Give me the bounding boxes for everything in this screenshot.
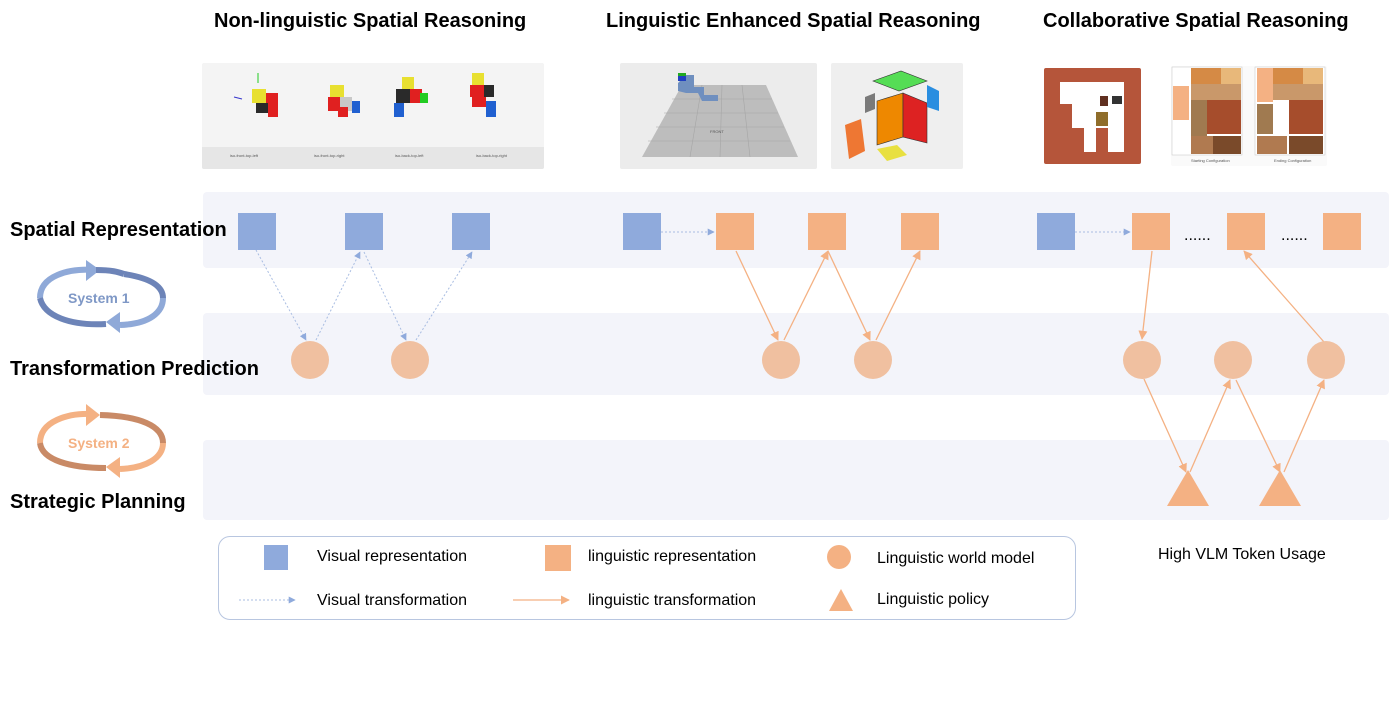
- legend-visual-representation: Visual representation: [317, 548, 468, 565]
- linguistic-representation-node: [1323, 213, 1361, 250]
- cube-view-caption: iso-front-top-left: [230, 153, 259, 158]
- legend: Visual representation linguistic represe…: [218, 536, 1076, 620]
- linguistic-representation-node: [1132, 213, 1170, 250]
- maze-image: [1060, 82, 1124, 152]
- visual-representation-node: [1037, 213, 1075, 250]
- world-model-node: [391, 341, 429, 379]
- visual-representation-node: [238, 213, 276, 250]
- system1-cycle-icon: System 1: [37, 260, 166, 333]
- legend-linguistic-representation: linguistic representation: [588, 548, 757, 565]
- legend-linguistic-policy: Linguistic policy: [877, 591, 990, 608]
- visual-representation-node: [345, 213, 383, 250]
- grid-plane-thumbnail: FRONT: [620, 63, 817, 169]
- visual-representation-node: [452, 213, 490, 250]
- rubiks-cube-image: [845, 70, 939, 161]
- puzzle-config-caption: Starting Configuration: [1191, 158, 1230, 163]
- cube-views-thumbnail: iso-front-top-left iso-front-top-right i…: [202, 63, 544, 169]
- row-label-transformation-prediction: Transformation Prediction: [10, 358, 259, 380]
- legend-symbols: [239, 545, 853, 611]
- column-title-non-linguistic: Non-linguistic Spatial Reasoning: [214, 10, 527, 32]
- world-model-node: [762, 341, 800, 379]
- policy-node: [1259, 470, 1301, 506]
- sliding-puzzle-image: Starting Configuration Ending Configurat…: [1171, 66, 1326, 163]
- linguistic-enhanced-flow: [623, 213, 939, 379]
- column-title-linguistic-enhanced: Linguistic Enhanced Spatial Reasoning: [606, 10, 981, 32]
- puzzle-config-caption: Ending Configuration: [1274, 158, 1311, 163]
- grid-plane-image: FRONT: [642, 73, 798, 158]
- world-model-node: [1214, 341, 1252, 379]
- world-model-swatch: [827, 545, 851, 569]
- linguistic-representation-node: [808, 213, 846, 250]
- non-linguistic-flow: [238, 213, 490, 379]
- linguistic-representation-node: [716, 213, 754, 250]
- world-model-node: [854, 341, 892, 379]
- policy-swatch: [829, 589, 853, 611]
- rubiks-cube-thumbnail: [831, 63, 963, 169]
- world-model-node: [291, 341, 329, 379]
- legend-visual-transformation: Visual transformation: [317, 592, 467, 609]
- world-model-node: [1307, 341, 1345, 379]
- cube-view-caption: iso-front-top-right: [314, 153, 345, 158]
- visual-representation-swatch: [264, 545, 288, 570]
- cube-view-caption: iso-back-top-right: [476, 153, 508, 158]
- collaborative-flow: ...... ......: [1037, 213, 1361, 506]
- legend-linguistic-transformation: linguistic transformation: [588, 592, 757, 609]
- system1-label: System 1: [68, 290, 130, 306]
- policy-node: [1167, 470, 1209, 506]
- spatial-representation-band: [203, 192, 1389, 268]
- grid-front-label: FRONT: [710, 129, 724, 134]
- cube-view-caption: iso-back-top-left: [395, 153, 424, 158]
- system2-cycle-icon: System 2: [37, 404, 166, 478]
- row-label-strategic-planning: Strategic Planning: [10, 491, 186, 513]
- linguistic-representation-node: [901, 213, 939, 250]
- row-label-spatial-representation: Spatial Representation: [10, 219, 227, 241]
- column-title-collaborative: Collaborative Spatial Reasoning: [1043, 10, 1349, 32]
- linguistic-representation-swatch: [545, 545, 571, 571]
- legend-linguistic-world-model: Linguistic world model: [877, 550, 1035, 567]
- ellipsis: ......: [1184, 227, 1211, 244]
- maze-thumbnail: [1044, 68, 1141, 164]
- cube-views-image: iso-front-top-left iso-front-top-right i…: [202, 73, 544, 169]
- visual-representation-node: [623, 213, 661, 250]
- sliding-puzzle-thumbnail: Starting Configuration Ending Configurat…: [1171, 66, 1327, 166]
- system2-label: System 2: [68, 435, 130, 451]
- linguistic-representation-node: [1227, 213, 1265, 250]
- ellipsis: ......: [1281, 227, 1308, 244]
- high-token-usage-note: High VLM Token Usage: [1158, 546, 1326, 563]
- world-model-node: [1123, 341, 1161, 379]
